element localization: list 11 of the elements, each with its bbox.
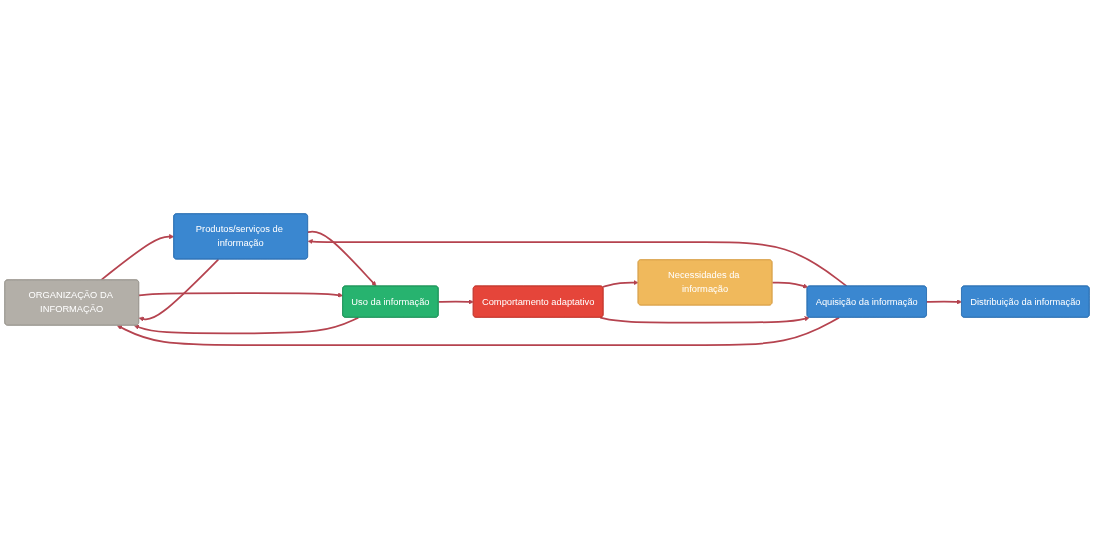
arrow — [133, 316, 360, 335]
arrow — [307, 230, 377, 287]
arrow — [601, 280, 639, 288]
arrow — [138, 258, 220, 322]
arrow — [138, 292, 344, 298]
arrow — [925, 299, 962, 305]
arrow — [599, 316, 810, 324]
arrow — [307, 239, 848, 288]
arrow — [116, 316, 840, 347]
arrow — [771, 281, 809, 289]
arrow — [437, 299, 474, 305]
